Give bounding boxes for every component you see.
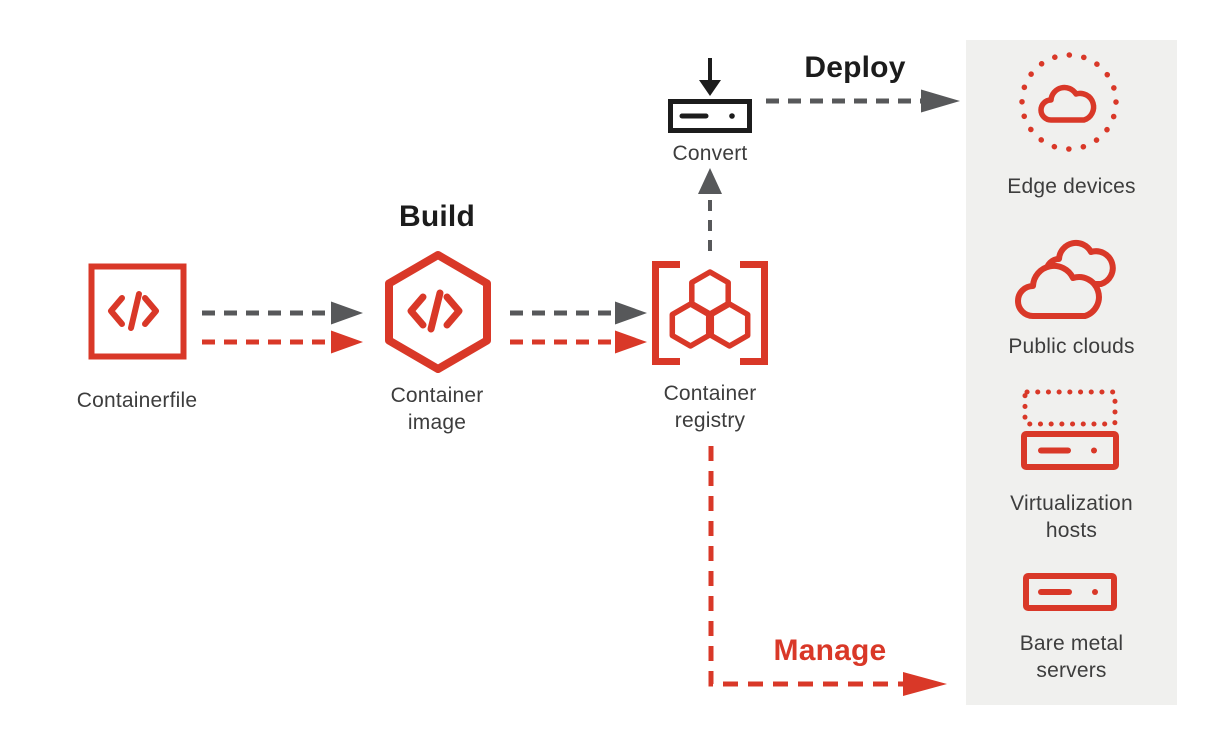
containerfile-code-square-icon	[88, 263, 187, 360]
arrow-convert-to-targets	[764, 88, 964, 114]
deploy-stage-label: Deploy	[804, 51, 906, 84]
container-image-label: Container image	[390, 384, 484, 434]
virtualization-hosts-label: Virtualization hosts	[1010, 492, 1133, 542]
container-image-hexagon-icon	[383, 251, 493, 373]
container-registry-label: Container registry	[663, 382, 757, 432]
arrow-containerfile-to-image-red	[200, 329, 370, 355]
manage-stage-label: Manage	[773, 634, 887, 667]
edge-devices-label: Edge devices	[1007, 175, 1136, 198]
convert-label: Convert	[672, 142, 748, 165]
virtualization-hosts-icon	[1021, 388, 1119, 472]
container-registry-icon	[652, 261, 768, 365]
convert-server-icon	[668, 99, 752, 133]
bare-metal-servers-label: Bare metal servers	[1019, 632, 1124, 682]
arrow-registry-to-convert	[696, 166, 724, 260]
bare-metal-servers-icon	[1023, 573, 1117, 611]
public-clouds-label: Public clouds	[1008, 335, 1135, 358]
arrow-containerfile-to-image-gray	[200, 300, 370, 326]
edge-devices-icon	[1017, 50, 1121, 154]
deployment-targets-panel: Edge devices Public clouds Virtualizatio…	[966, 40, 1177, 705]
arrow-registry-to-manage	[703, 438, 953, 700]
public-clouds-icon	[1015, 224, 1121, 322]
build-stage-label: Build	[399, 200, 475, 233]
containerfile-label: Containerfile	[76, 389, 198, 412]
download-arrow-icon	[696, 56, 724, 98]
arrow-image-to-registry-red	[508, 329, 653, 355]
arrow-image-to-registry-gray	[508, 300, 653, 326]
